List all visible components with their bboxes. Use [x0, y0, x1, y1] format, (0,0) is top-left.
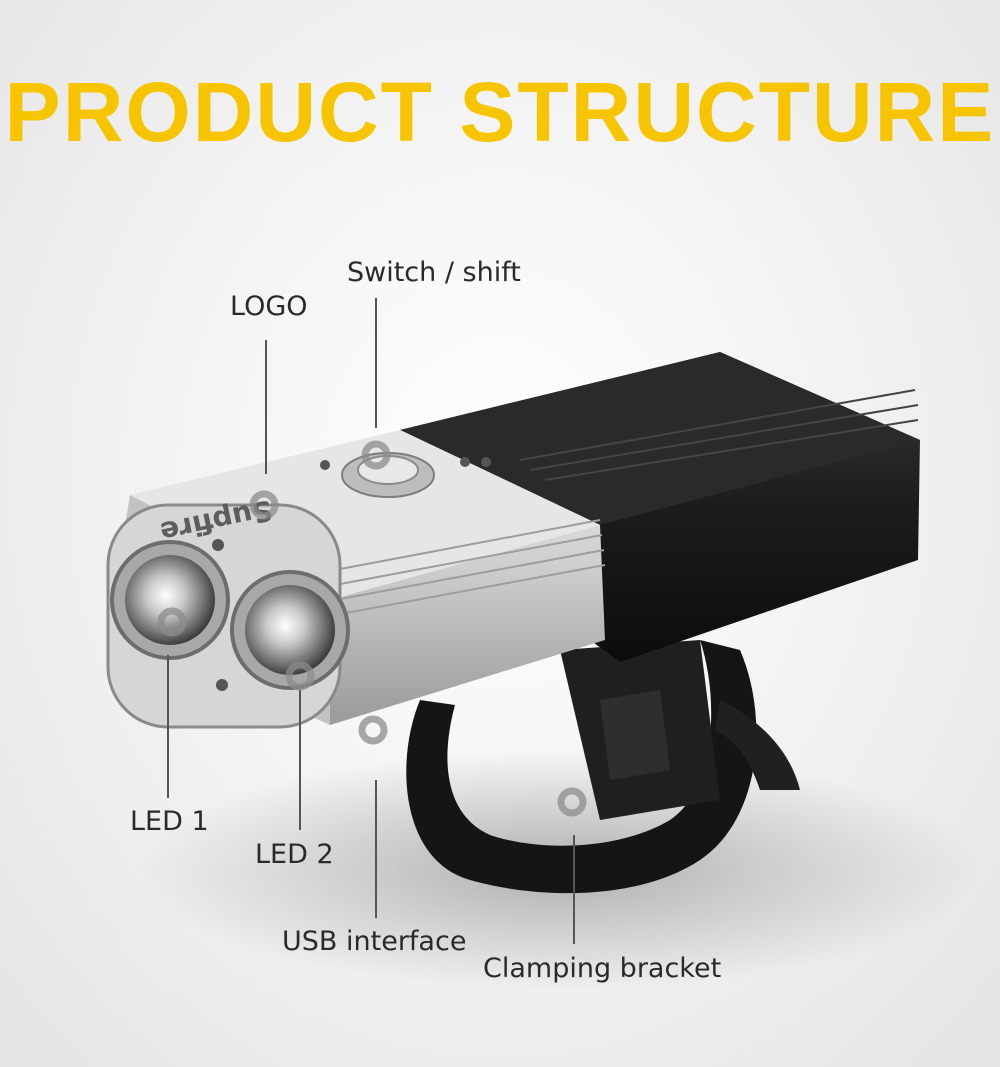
leader-lines: [167, 298, 575, 944]
callout-switch-label: Switch / shift: [347, 257, 521, 288]
black-rear-body: [400, 352, 920, 662]
led-lenses: [110, 539, 350, 691]
callout-led2-label: LED 2: [255, 839, 334, 870]
marker-logo: [249, 490, 279, 520]
marker-led2: [285, 661, 315, 691]
callout-markers: [157, 440, 587, 817]
marker-bracket: [557, 787, 587, 817]
page-title: PRODUCT STRUCTURE: [4, 65, 996, 159]
callout-logo-label: LOGO: [230, 291, 308, 322]
clamping-bracket-shape: [406, 640, 800, 894]
marker-led1: [157, 607, 187, 637]
marker-switch: [361, 440, 391, 470]
callout-led1-label: LED 1: [130, 806, 209, 837]
callout-bracket-label: Clamping bracket: [483, 953, 722, 984]
marker-usb: [358, 715, 388, 745]
callout-usb-label: USB interface: [282, 926, 467, 957]
